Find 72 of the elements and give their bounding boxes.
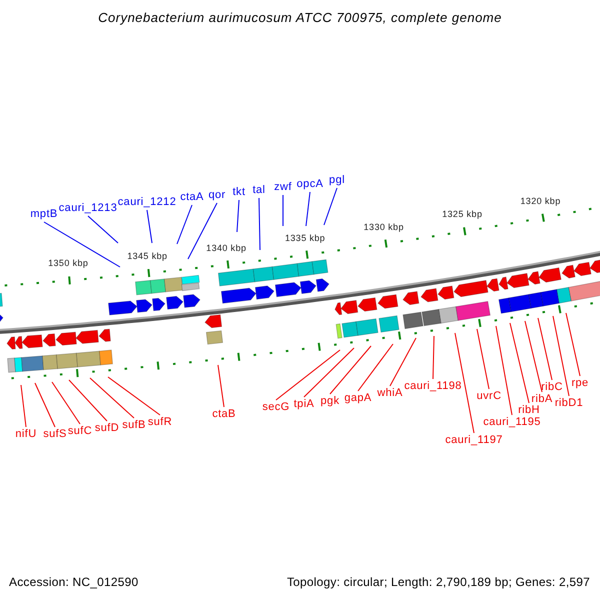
gene-label: whiA (377, 387, 403, 400)
gene-label: uvrC (476, 390, 502, 403)
gene-label: opcA (296, 178, 324, 191)
leader-line (432, 336, 434, 380)
leader-line (538, 318, 552, 380)
gene-label: mptB (30, 208, 58, 221)
leader-line (90, 378, 134, 418)
gene-label: cauri_1198 (404, 380, 462, 393)
scale-label: 1335 kbp (284, 232, 326, 244)
scale-label: 1345 kbp (127, 251, 168, 262)
leader-line (258, 198, 260, 250)
leader-line (304, 348, 354, 398)
leader-line (358, 344, 394, 392)
scale-label: 1325 kbp (442, 209, 482, 220)
gene-label: ctaA (180, 191, 204, 204)
gene-label: cauri_1195 (483, 416, 541, 429)
leader-line (306, 192, 310, 226)
leader-line (68, 380, 108, 422)
gene-label: sufC (68, 425, 92, 438)
leader-line (324, 188, 338, 226)
gene-label: cauri_1213 (58, 202, 118, 215)
leader-line (188, 202, 218, 260)
gene-label: pgl (329, 174, 345, 187)
gene-label: sufS (43, 428, 67, 441)
gene-label: sufB (122, 419, 146, 432)
leader-line (88, 216, 118, 244)
leader-line (524, 320, 542, 392)
title: Corynebacterium aurimucosum ATCC 700975, complete genome (97, 11, 503, 24)
gene-label: qor (208, 189, 226, 202)
leader-line (20, 384, 26, 428)
gene-label: nifU (15, 428, 37, 441)
leader-line (236, 200, 240, 232)
genome-info-text: Topology: circular; Length: 2,790,189 bp; Genes: 2,597 (286, 576, 590, 589)
scale-label: 1350 kbp (48, 258, 88, 270)
gene-label: ribH (518, 404, 540, 417)
leader-line (282, 194, 284, 226)
gene-label: sufR (148, 416, 172, 429)
gene-label: sufD (94, 422, 120, 435)
leader-line (552, 316, 570, 396)
leader-line (146, 210, 152, 244)
leader-line (34, 382, 56, 428)
gene-label: secG (262, 401, 290, 414)
gene-label: tkt (232, 186, 246, 199)
leader-line (176, 204, 192, 244)
leader-line (52, 382, 80, 424)
scale-label: 1330 kbp (364, 222, 404, 233)
gene-label: ribD1 (554, 397, 584, 410)
gene-label: ribC (541, 381, 563, 394)
gene-label: pgk (320, 395, 340, 408)
leader-line (454, 332, 474, 434)
leader-line (390, 338, 416, 386)
gene-label: zwf (274, 181, 292, 194)
leader-line (108, 376, 160, 416)
gene-label: tal (252, 184, 266, 197)
leader-line (566, 312, 580, 376)
gene-label: gapA (344, 392, 372, 405)
leader-line (496, 326, 512, 416)
gene-label: cauri_1212 (118, 196, 176, 209)
leader-line (218, 364, 224, 408)
gene-label: ctaB (212, 408, 236, 421)
accession-text: Accession: NC_012590 (9, 576, 138, 589)
leader-line (476, 328, 490, 390)
leader-line (510, 322, 530, 404)
scale-label: 1320 kbp (520, 196, 561, 207)
leader-line (330, 346, 372, 394)
gene-label: rpe (571, 377, 589, 390)
gene-label: tpiA (294, 398, 314, 411)
gene-label: ribA (531, 393, 553, 406)
leader-line (276, 350, 340, 400)
scale-label: 1340 kbp (206, 242, 246, 254)
gene-label: cauri_1197 (445, 434, 503, 447)
leader-line (44, 222, 120, 268)
